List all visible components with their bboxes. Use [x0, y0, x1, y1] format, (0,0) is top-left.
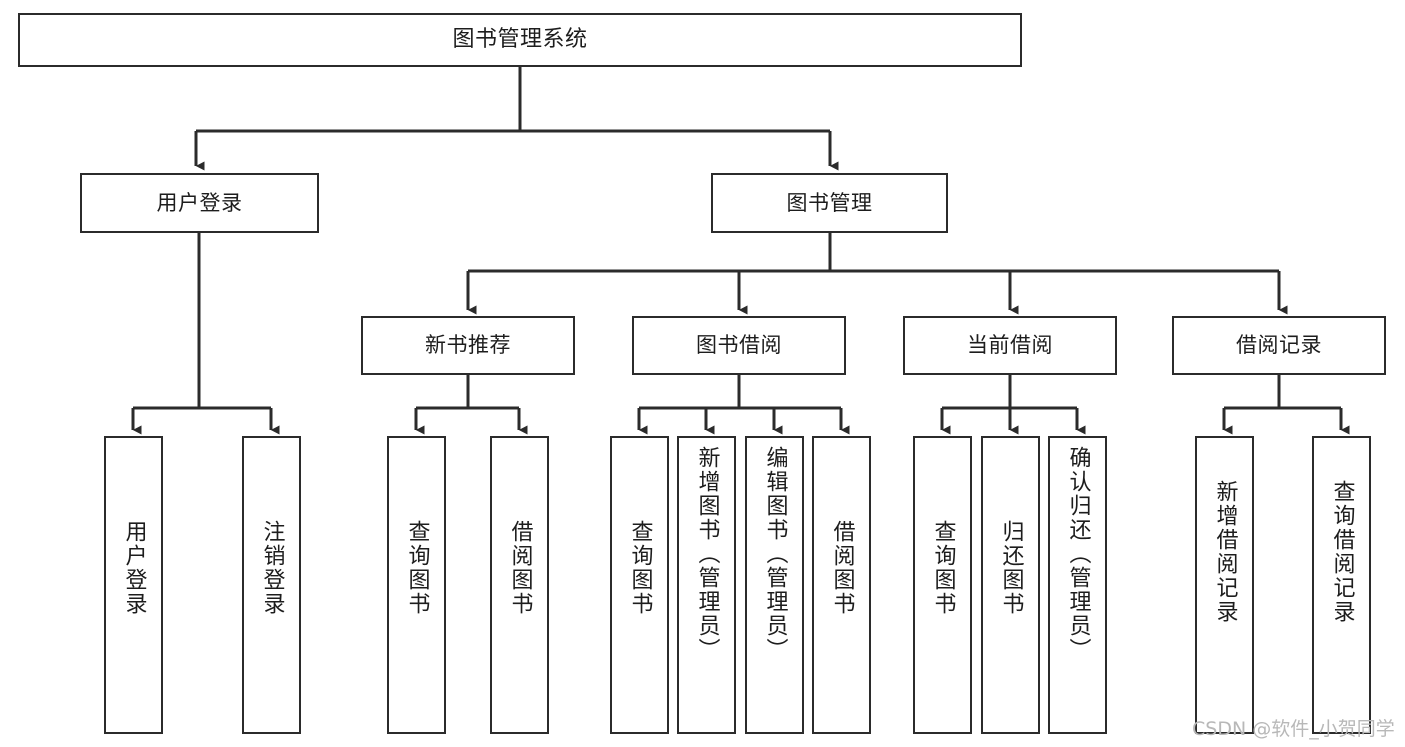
node-user-login[interactable]: 用户登录	[80, 173, 319, 233]
node-leaf-query-book-3-label: 查询图书	[930, 520, 956, 616]
node-leaf-return-book[interactable]: 归还图书	[981, 436, 1040, 734]
node-current-borrow-label: 当前借阅	[967, 333, 1053, 357]
node-book-manage-label: 图书管理	[786, 190, 873, 215]
node-leaf-query-book-3[interactable]: 查询图书	[913, 436, 972, 734]
node-leaf-confirm-return-label: 确认归还（管理员）	[1065, 446, 1091, 662]
node-leaf-return-book-label: 归还图书	[998, 520, 1024, 616]
node-new-book-recommend-label: 新书推荐	[425, 333, 511, 357]
node-leaf-query-record[interactable]: 查询借阅记录	[1312, 436, 1371, 734]
node-book-borrow[interactable]: 图书借阅	[632, 316, 846, 375]
node-leaf-query-book-2[interactable]: 查询图书	[610, 436, 669, 734]
node-leaf-edit-book-label: 编辑图书（管理员）	[762, 446, 788, 662]
node-leaf-borrow-book-2-label: 借阅图书	[829, 520, 855, 616]
node-leaf-query-book-1-label: 查询图书	[404, 520, 430, 616]
node-leaf-borrow-book-1[interactable]: 借阅图书	[490, 436, 549, 734]
node-book-borrow-label: 图书借阅	[696, 333, 782, 357]
node-leaf-borrow-book-1-label: 借阅图书	[507, 520, 533, 616]
node-leaf-user-logout-label: 注销登录	[259, 520, 285, 616]
csdn-watermark: CSDN @软件_小贺同学	[1192, 718, 1395, 740]
node-leaf-query-record-label: 查询借阅记录	[1329, 480, 1355, 624]
node-leaf-query-book-1[interactable]: 查询图书	[387, 436, 446, 734]
node-leaf-user-login[interactable]: 用户登录	[104, 436, 163, 734]
node-leaf-user-logout[interactable]: 注销登录	[242, 436, 301, 734]
node-leaf-confirm-return[interactable]: 确认归还（管理员）	[1048, 436, 1107, 734]
node-leaf-user-login-label: 用户登录	[121, 520, 147, 616]
node-root-system[interactable]: 图书管理系统	[18, 13, 1022, 67]
node-root-system-label: 图书管理系统	[452, 27, 588, 52]
node-borrow-record[interactable]: 借阅记录	[1172, 316, 1386, 375]
node-leaf-borrow-book-2[interactable]: 借阅图书	[812, 436, 871, 734]
node-leaf-add-book-label: 新增图书（管理员）	[694, 446, 720, 662]
node-leaf-add-record[interactable]: 新增借阅记录	[1195, 436, 1254, 734]
node-leaf-add-record-label: 新增借阅记录	[1212, 480, 1238, 624]
node-user-login-label: 用户登录	[156, 190, 243, 215]
node-current-borrow[interactable]: 当前借阅	[903, 316, 1117, 375]
node-book-manage[interactable]: 图书管理	[711, 173, 948, 233]
node-leaf-edit-book[interactable]: 编辑图书（管理员）	[745, 436, 804, 734]
node-leaf-query-book-2-label: 查询图书	[627, 520, 653, 616]
node-borrow-record-label: 借阅记录	[1236, 333, 1322, 357]
node-new-book-recommend[interactable]: 新书推荐	[361, 316, 575, 375]
node-leaf-add-book[interactable]: 新增图书（管理员）	[677, 436, 736, 734]
